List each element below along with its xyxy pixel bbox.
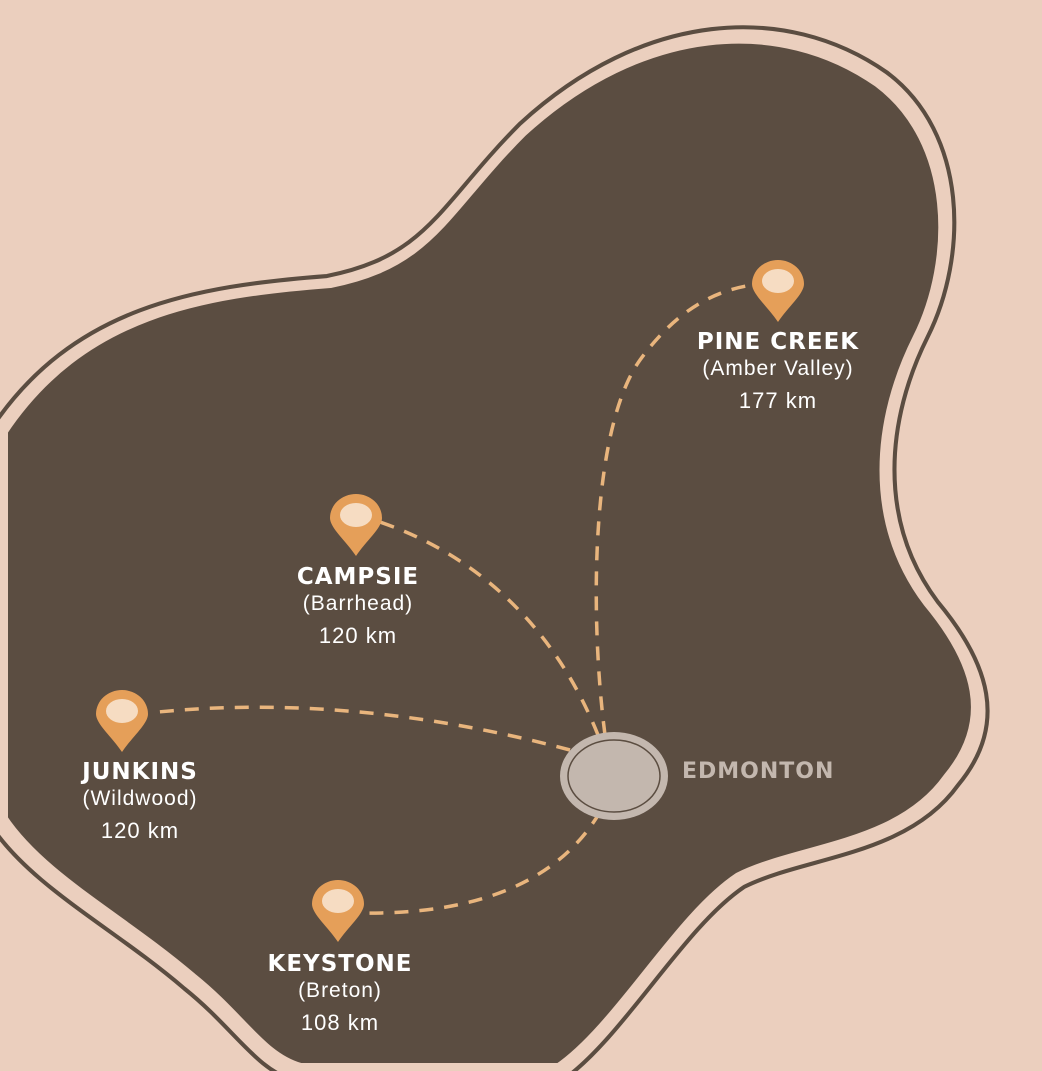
place-pine-creek: PINE CREEK (Amber Valley) 177 km bbox=[628, 328, 928, 415]
place-campsie: CAMPSIE (Barrhead) 120 km bbox=[208, 563, 508, 650]
place-distance: 177 km bbox=[738, 388, 818, 413]
place-alt-name: (Amber Valley) bbox=[702, 357, 854, 380]
place-alt-name: (Breton) bbox=[298, 979, 382, 1002]
route-campsie bbox=[379, 520, 600, 736]
place-name: CAMPSIE bbox=[296, 564, 420, 590]
route-pine-creek bbox=[594, 283, 753, 736]
region-land bbox=[0, 27, 987, 1071]
pin-icon bbox=[752, 260, 804, 322]
place-distance: 120 km bbox=[318, 623, 398, 648]
pin-icon bbox=[96, 690, 148, 752]
hub-marker bbox=[560, 732, 668, 820]
place-alt-name: (Wildwood) bbox=[82, 787, 198, 810]
place-name: JUNKINS bbox=[82, 759, 198, 785]
place-name: PINE CREEK bbox=[696, 329, 860, 355]
region-outline bbox=[0, 25, 990, 1071]
hub-label: EDMONTON bbox=[682, 759, 835, 784]
place-distance: 120 km bbox=[100, 818, 180, 843]
route-keystone bbox=[359, 811, 602, 915]
place-keystone: KEYSTONE (Breton) 108 km bbox=[190, 950, 490, 1037]
place-junkins: JUNKINS (Wildwood) 120 km bbox=[0, 758, 290, 845]
pin-icon bbox=[312, 880, 364, 942]
place-name: KEYSTONE bbox=[267, 951, 413, 977]
place-alt-name: (Barrhead) bbox=[302, 592, 414, 615]
place-distance: 108 km bbox=[300, 1010, 380, 1035]
pin-icon bbox=[330, 494, 382, 556]
route-junkins bbox=[157, 705, 571, 752]
